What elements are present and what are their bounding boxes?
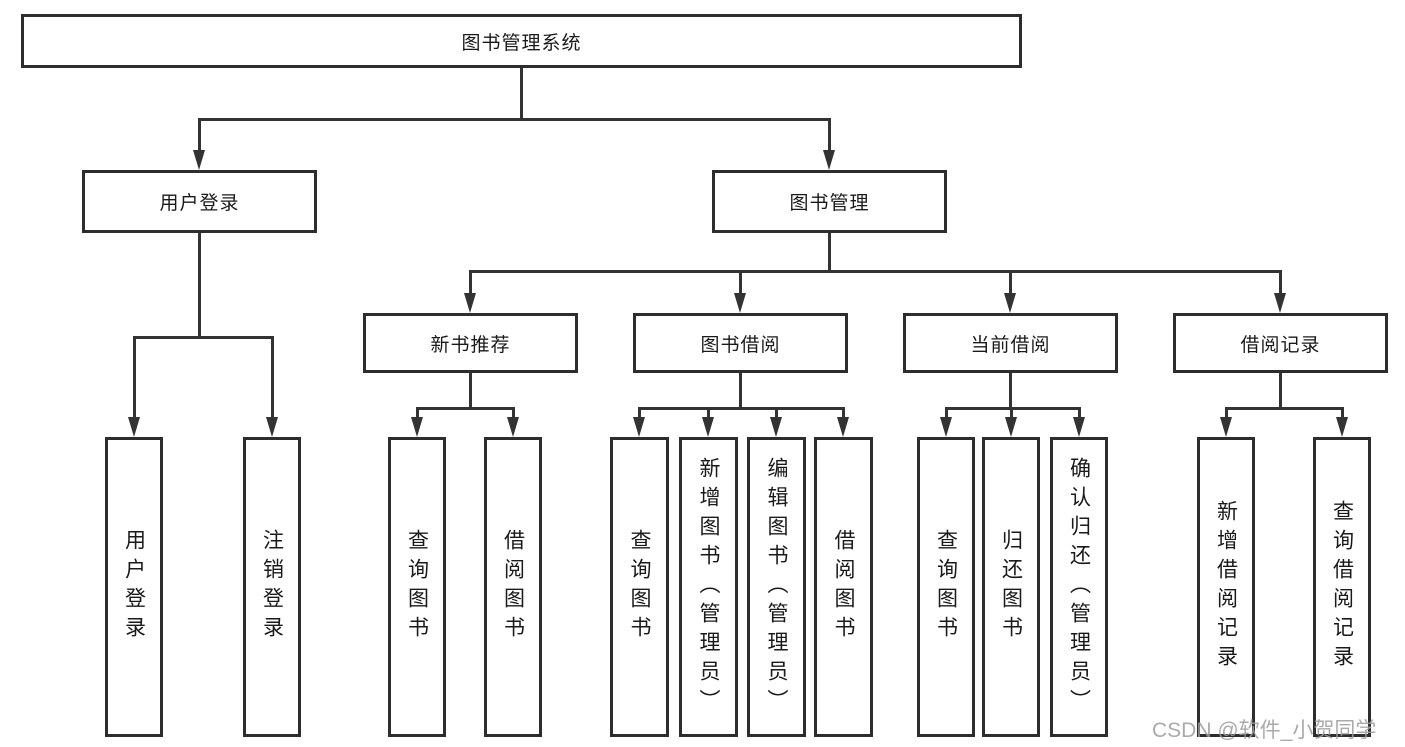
connector-line xyxy=(1009,408,1013,419)
node-root: 图书管理系统 xyxy=(21,14,1022,68)
connector-line xyxy=(1340,408,1344,419)
leaf-add-books-admin-label: 新增图书（管理员） xyxy=(697,456,720,718)
node-new-book-recommend: 新书推荐 xyxy=(363,313,578,373)
connector-arrowhead xyxy=(632,417,645,437)
connector-arrowhead xyxy=(702,417,714,437)
leaf-query-books-current-label: 查询图书 xyxy=(934,529,958,645)
connector-line xyxy=(468,269,1282,273)
connector-arrowhead xyxy=(733,293,746,313)
leaf-edit-books-admin-label: 编辑图书（管理员） xyxy=(765,456,788,718)
node-user-login-label: 用户登录 xyxy=(159,193,240,214)
connector-arrowhead xyxy=(1273,293,1286,313)
leaf-query-books-recommend-label: 查询图书 xyxy=(405,529,429,645)
connector-arrowhead xyxy=(506,417,519,437)
csdn-watermark: CSDN @软件_小贺同学 xyxy=(1152,719,1377,742)
connector-arrowhead xyxy=(463,293,476,313)
leaf-query-books-borrowing: 查询图书 xyxy=(610,437,669,737)
leaf-logout-label: 注销登录 xyxy=(260,529,284,645)
connector-line xyxy=(637,408,641,419)
connector-line xyxy=(1008,373,1012,408)
leaf-confirm-return-admin-label: 确认归还（管理员） xyxy=(1067,456,1091,718)
node-borrowing-records: 借阅记录 xyxy=(1173,313,1388,373)
connector-arrowhead xyxy=(1219,417,1232,437)
connector-arrowhead xyxy=(1003,293,1016,313)
leaf-logout: 注销登录 xyxy=(243,437,301,737)
connector-line xyxy=(775,408,778,419)
node-book-borrowing-label: 图书借阅 xyxy=(700,334,781,356)
connector-arrowhead xyxy=(836,417,849,437)
connector-line xyxy=(944,408,948,419)
leaf-borrow-books-label: 借阅图书 xyxy=(832,529,855,645)
connector-arrowhead xyxy=(192,150,205,170)
node-current-borrowing: 当前借阅 xyxy=(903,313,1118,373)
connector-line xyxy=(520,68,523,119)
connector-arrowhead xyxy=(770,417,782,437)
leaf-user-login-label: 用户登录 xyxy=(122,529,146,645)
connector-arrowhead xyxy=(265,417,278,437)
connector-line xyxy=(1278,373,1282,408)
connector-line xyxy=(1224,408,1228,419)
connector-line xyxy=(132,335,274,339)
node-borrowing-records-label: 借阅记录 xyxy=(1240,334,1321,356)
node-book-management: 图书管理 xyxy=(712,170,947,233)
connector-arrowhead xyxy=(1335,417,1348,437)
connector-line xyxy=(1278,271,1282,295)
node-current-borrowing-label: 当前借阅 xyxy=(970,334,1051,356)
leaf-borrow-books-recommend-label: 借阅图书 xyxy=(501,529,525,645)
connector-line xyxy=(827,233,831,271)
connector-arrowhead xyxy=(939,417,952,437)
connector-line xyxy=(738,271,742,295)
connector-line xyxy=(415,406,515,410)
connector-line xyxy=(707,408,710,419)
leaf-borrow-books: 借阅图书 xyxy=(814,437,873,737)
connector-line xyxy=(511,408,515,419)
connector-line xyxy=(468,271,472,295)
node-root-label: 图书管理系统 xyxy=(461,32,582,54)
connector-line xyxy=(637,406,845,410)
leaf-query-books-recommend: 查询图书 xyxy=(388,437,446,737)
leaf-add-books-admin: 新增图书（管理员） xyxy=(679,437,738,737)
leaf-add-borrow-record-label: 新增借阅记录 xyxy=(1214,500,1238,674)
connector-line xyxy=(738,373,742,408)
connector-line xyxy=(944,406,1081,410)
connector-line xyxy=(1008,271,1012,295)
connector-line xyxy=(468,373,472,408)
leaf-user-login: 用户登录 xyxy=(105,437,163,737)
leaf-query-books-current: 查询图书 xyxy=(917,437,975,737)
leaf-add-borrow-record: 新增借阅记录 xyxy=(1197,437,1255,737)
connector-line xyxy=(1224,406,1344,410)
leaf-return-books-label: 归还图书 xyxy=(999,529,1023,645)
connector-line xyxy=(841,408,845,419)
leaf-confirm-return-admin: 确认归还（管理员） xyxy=(1050,437,1108,737)
connector-arrowhead xyxy=(1004,417,1017,437)
connector-arrowhead xyxy=(410,417,423,437)
node-new-book-recommend-label: 新书推荐 xyxy=(430,334,511,356)
node-user-login: 用户登录 xyxy=(82,170,317,233)
node-book-borrowing: 图书借阅 xyxy=(633,313,848,373)
connector-line xyxy=(132,337,136,419)
connector-line xyxy=(197,119,201,152)
connector-arrowhead xyxy=(127,417,140,437)
leaf-query-books-borrowing-label: 查询图书 xyxy=(628,529,651,645)
connector-line xyxy=(827,119,831,152)
leaf-query-borrow-record: 查询借阅记录 xyxy=(1313,437,1371,737)
node-book-management-label: 图书管理 xyxy=(789,193,870,214)
connector-line xyxy=(415,408,419,419)
connector-arrowhead xyxy=(1072,417,1085,437)
connector-line xyxy=(197,233,201,337)
leaf-return-books: 归还图书 xyxy=(982,437,1040,737)
connector-line xyxy=(1077,408,1081,419)
connector-line xyxy=(197,117,831,121)
connector-arrowhead xyxy=(822,150,835,170)
leaf-borrow-books-recommend: 借阅图书 xyxy=(484,437,542,737)
leaf-edit-books-admin: 编辑图书（管理员） xyxy=(747,437,806,737)
leaf-query-borrow-record-label: 查询借阅记录 xyxy=(1330,500,1354,674)
connector-line xyxy=(270,337,274,419)
